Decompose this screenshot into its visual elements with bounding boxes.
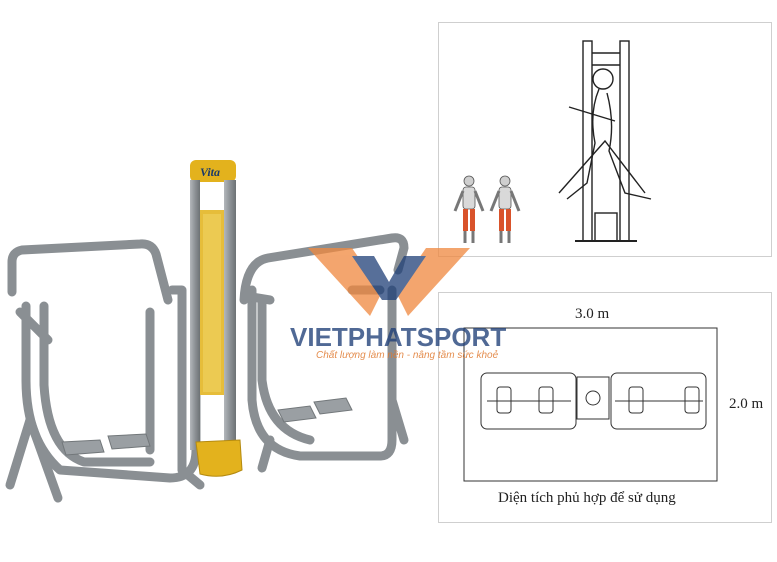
left-walker xyxy=(5,239,205,503)
top-view-equipment xyxy=(480,372,707,430)
right-walker xyxy=(239,233,409,473)
watermark-brand: VIETPHATSPORT xyxy=(290,322,507,352)
back-muscle-figure xyxy=(489,175,521,243)
depth-dimension-label: 2.0 m xyxy=(729,396,764,412)
center-post: Vita xyxy=(190,160,243,477)
footprint-drawing xyxy=(463,327,718,482)
footprint-caption: Diện tích phủ hợp để sử dụng xyxy=(498,490,676,506)
right-pedals xyxy=(277,397,353,423)
front-muscle-figure xyxy=(453,175,485,243)
side-view-drawing xyxy=(558,40,652,242)
watermark-slogan: Chất lượng làm nền - nâng tầm sức khoẻ xyxy=(316,350,499,361)
badge-text: Vita xyxy=(200,165,220,179)
footprint-diagram-panel: 3.0 m 2.0 m Diện tích phủ hợp để sử dụng xyxy=(438,292,772,523)
left-pedals xyxy=(61,433,151,456)
usage-diagram xyxy=(453,40,652,243)
width-dimension-label: 3.0 m xyxy=(575,306,610,322)
usage-diagram-panel xyxy=(438,22,772,257)
